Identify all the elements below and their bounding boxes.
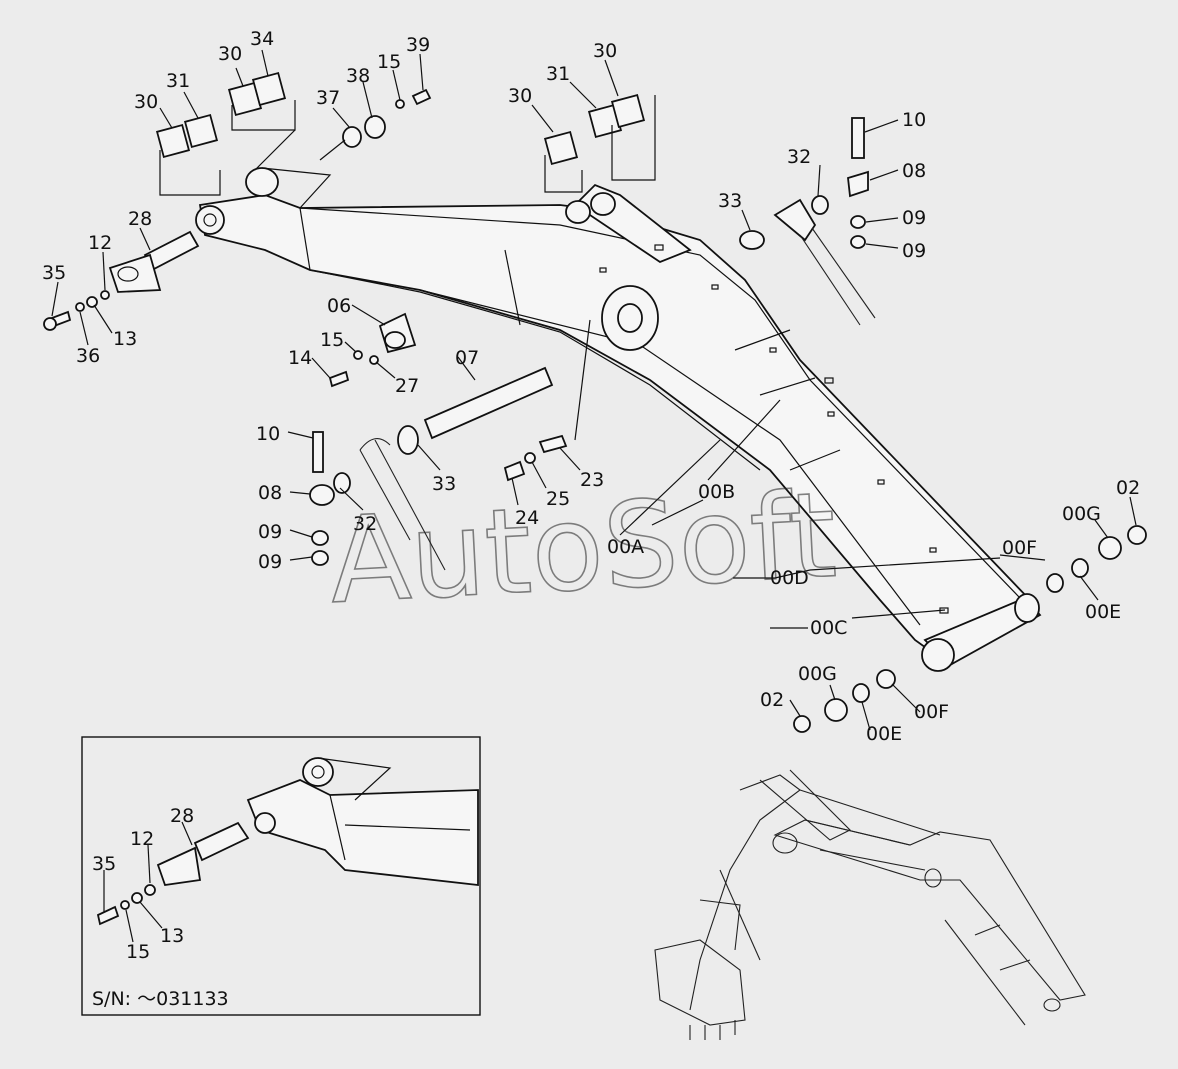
callout-32: 32 (353, 513, 377, 535)
callout-10: 10 (902, 109, 926, 131)
callout-09: 09 (902, 240, 926, 262)
callout-00A: 00A (607, 536, 644, 558)
callout-31: 31 (166, 70, 190, 92)
callout-00G: 00G (798, 663, 837, 685)
cylinder-pin-right (739, 117, 876, 326)
inset-callout-35: 35 (92, 853, 116, 875)
callout-32: 32 (787, 146, 811, 168)
callout-00G: 00G (1062, 503, 1101, 525)
callout-24: 24 (515, 507, 539, 529)
excavator-overview (654, 769, 1086, 1040)
callout-02: 02 (760, 689, 784, 711)
callout-12: 12 (88, 232, 112, 254)
callout-00C: 00C (810, 617, 847, 639)
leader-lines (51, 49, 1137, 731)
callout-30: 30 (593, 40, 617, 62)
callout-00B: 00B (698, 481, 735, 503)
callout-02: 02 (1116, 477, 1140, 499)
inset-callout-12: 12 (130, 828, 154, 850)
callout-10: 10 (256, 423, 280, 445)
cylinder-pin-left (309, 431, 446, 571)
callout-13: 13 (113, 328, 137, 350)
inset-callout-13: 13 (160, 925, 184, 947)
inset-callout-15: 15 (126, 941, 150, 963)
inset-callout-28: 28 (170, 805, 194, 827)
shims-left (155, 71, 296, 196)
watermark: AutoSoft (326, 466, 839, 630)
callout-09: 09 (258, 551, 282, 573)
tip-bushings (793, 525, 1147, 733)
callout-37: 37 (316, 87, 340, 109)
callout-30: 30 (218, 43, 242, 65)
pivot-hardware-top (319, 88, 432, 161)
callout-labels: 30 31 30 34 37 38 15 39 30 31 30 10 32 0… (42, 28, 1140, 963)
foot-pin-group (43, 230, 200, 331)
callout-15: 15 (377, 51, 401, 73)
serial-number-label: S/N: ～031133 (92, 988, 229, 1010)
callout-38: 38 (346, 65, 370, 87)
callout-00E: 00E (866, 723, 902, 745)
callout-06: 06 (327, 295, 351, 317)
callout-27: 27 (395, 375, 419, 397)
callout-34: 34 (250, 28, 274, 50)
callout-31: 31 (546, 63, 570, 85)
callout-35: 35 (42, 262, 66, 284)
callout-09: 09 (902, 207, 926, 229)
callout-15: 15 (320, 329, 344, 351)
inset-panel: S/N: ～031133 (81, 736, 481, 1016)
callout-00F: 00F (914, 701, 949, 723)
callout-08: 08 (258, 482, 282, 504)
callout-39: 39 (406, 34, 430, 56)
shims-right (543, 93, 656, 193)
callout-25: 25 (546, 488, 570, 510)
callout-33: 33 (718, 190, 742, 212)
callout-30: 30 (134, 91, 158, 113)
callout-00D: 00D (770, 567, 809, 589)
callout-00F: 00F (1002, 537, 1037, 559)
callout-28: 28 (128, 208, 152, 230)
callout-30: 30 (508, 85, 532, 107)
boom-assembly (195, 167, 1042, 672)
callout-36: 36 (76, 345, 100, 367)
center-pin-group (328, 312, 591, 482)
callout-08: 08 (902, 160, 926, 182)
callout-07: 07 (455, 347, 479, 369)
callout-33: 33 (432, 473, 456, 495)
callout-23: 23 (580, 469, 604, 491)
callout-14: 14 (288, 347, 312, 369)
callout-00E: 00E (1085, 601, 1121, 623)
callout-09: 09 (258, 521, 282, 543)
